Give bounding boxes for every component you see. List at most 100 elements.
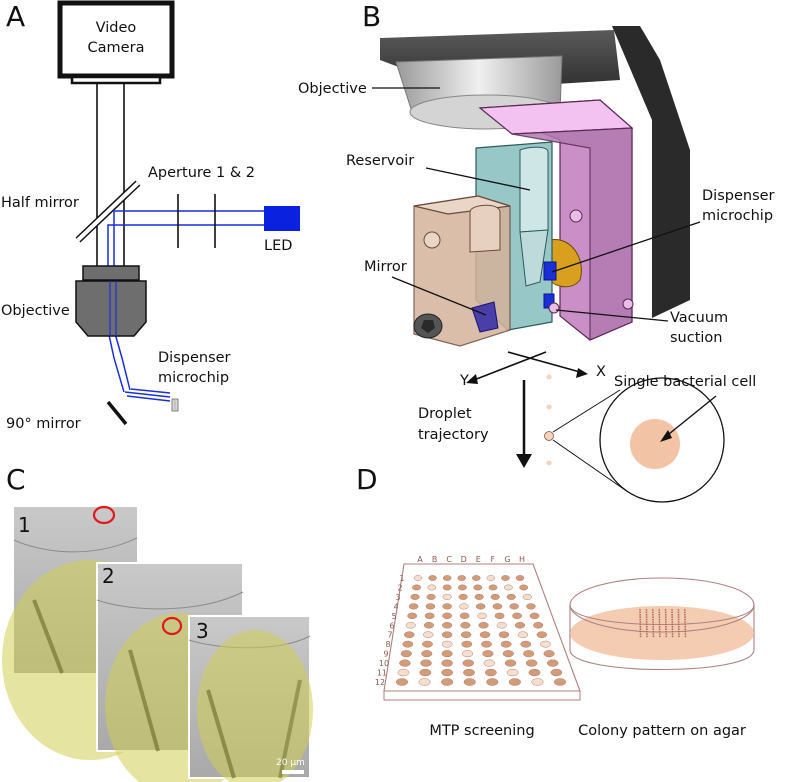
agar-colony: [652, 621, 654, 623]
plate-well: [424, 612, 435, 619]
plate-well: [481, 640, 492, 648]
agar-colony: [639, 633, 642, 635]
plate-well: [500, 640, 512, 648]
agar-colony: [645, 616, 648, 619]
agar-colony: [665, 623, 667, 626]
mtp-caption: MTP screening: [429, 723, 534, 739]
reservoir-label: Reservoir: [346, 153, 414, 169]
plate-well: [442, 575, 452, 581]
agar-colony: [651, 611, 654, 614]
scale-bar: [282, 770, 304, 774]
agar-colony: [684, 623, 687, 626]
agar-colony: [658, 613, 661, 616]
plate-well: [550, 668, 563, 677]
panel-b-letter: B: [362, 0, 381, 33]
plate-well: [514, 622, 525, 629]
plate-row-label: 2: [397, 583, 402, 592]
agar-colony: [639, 630, 642, 633]
agar-colony: [664, 611, 667, 614]
agar-colony: [678, 633, 680, 635]
panel-c: C 1 2 3 20 µm: [2, 463, 313, 782]
agar-colony: [671, 611, 673, 614]
plate-well: [502, 650, 514, 658]
vacuum-label-line1: Vacuum: [670, 310, 728, 326]
agar-colony: [652, 616, 654, 619]
plate-well: [523, 650, 535, 658]
plate-well: [475, 603, 486, 610]
plate-well: [412, 584, 421, 591]
agar-colony: [677, 616, 680, 619]
plate-column-label: A: [417, 555, 423, 564]
agar-colony: [671, 616, 674, 619]
plate-well: [506, 668, 519, 677]
plate-well: [472, 575, 481, 581]
plate-well: [441, 678, 454, 686]
agar-colony: [658, 628, 661, 631]
plate-well: [442, 622, 453, 629]
plate-well: [488, 584, 498, 591]
agar-colony: [677, 609, 680, 611]
plate-row-label: 6: [389, 621, 394, 630]
plate-well: [427, 584, 437, 591]
plate-well: [501, 575, 510, 581]
half-mirror: [75, 180, 141, 243]
plate-well: [428, 575, 437, 581]
plate-well: [408, 603, 419, 610]
plate-well: [554, 678, 567, 686]
dispenser-label-b-line1: Dispenser: [702, 188, 775, 204]
plate-well: [458, 584, 467, 591]
agar-colony: [645, 628, 648, 631]
xy-axes: [466, 351, 588, 384]
plate-well: [486, 678, 499, 686]
agar-colony: [671, 630, 674, 633]
agar-colony: [652, 630, 655, 633]
plate-well: [503, 584, 513, 591]
led-label: LED: [264, 238, 292, 254]
tan-block: [413, 195, 511, 347]
agar-dish: [569, 577, 755, 671]
plate-well: [463, 668, 475, 677]
aperture-label: Aperture 1 & 2: [148, 165, 255, 181]
agar-colony: [683, 609, 686, 611]
agar-colony: [671, 613, 674, 616]
agar-colony: [664, 616, 667, 619]
agar-colony: [677, 628, 680, 631]
plate-well: [536, 631, 548, 639]
agar-colony: [652, 635, 655, 638]
agar-colony: [664, 621, 667, 623]
plate-well: [442, 612, 452, 619]
agar-colony: [684, 618, 686, 621]
plate-well: [504, 659, 517, 667]
plate-well: [543, 650, 555, 658]
panel-b: B: [298, 0, 775, 503]
axis-x-label: X: [596, 364, 606, 380]
agar-colony: [671, 628, 674, 631]
plate-well: [522, 593, 532, 600]
plate-well: [410, 593, 420, 600]
plate-column-label: C: [446, 555, 452, 564]
plate-well: [413, 575, 423, 581]
agar-colony: [645, 630, 648, 633]
vacuum-leader: [555, 309, 669, 322]
plate-well: [462, 659, 474, 667]
panel-a: A Video Camera Half mirror Aperture 1: [1, 0, 300, 432]
plate-row-label: 5: [391, 612, 396, 621]
scale-bar-label: 20 µm: [276, 758, 305, 768]
dispenser-label-b-line2: microchip: [702, 208, 773, 224]
vacuum-label-line2: suction: [670, 330, 723, 346]
magnified-droplet: [552, 377, 725, 503]
agar-colony: [645, 609, 648, 611]
panel-a-letter: A: [6, 0, 25, 33]
plate-well: [407, 612, 418, 619]
plate-well: [402, 640, 414, 648]
agar-colony: [664, 609, 667, 611]
plate-well: [517, 631, 529, 639]
plate-row-label: 4: [393, 602, 398, 611]
plate-well: [441, 668, 453, 677]
agar-colony: [658, 616, 661, 619]
agar-colony: [671, 618, 674, 621]
plate-well: [457, 575, 466, 581]
agar-colony: [684, 625, 687, 628]
plate-well: [483, 659, 496, 667]
agar-colony: [645, 625, 648, 628]
